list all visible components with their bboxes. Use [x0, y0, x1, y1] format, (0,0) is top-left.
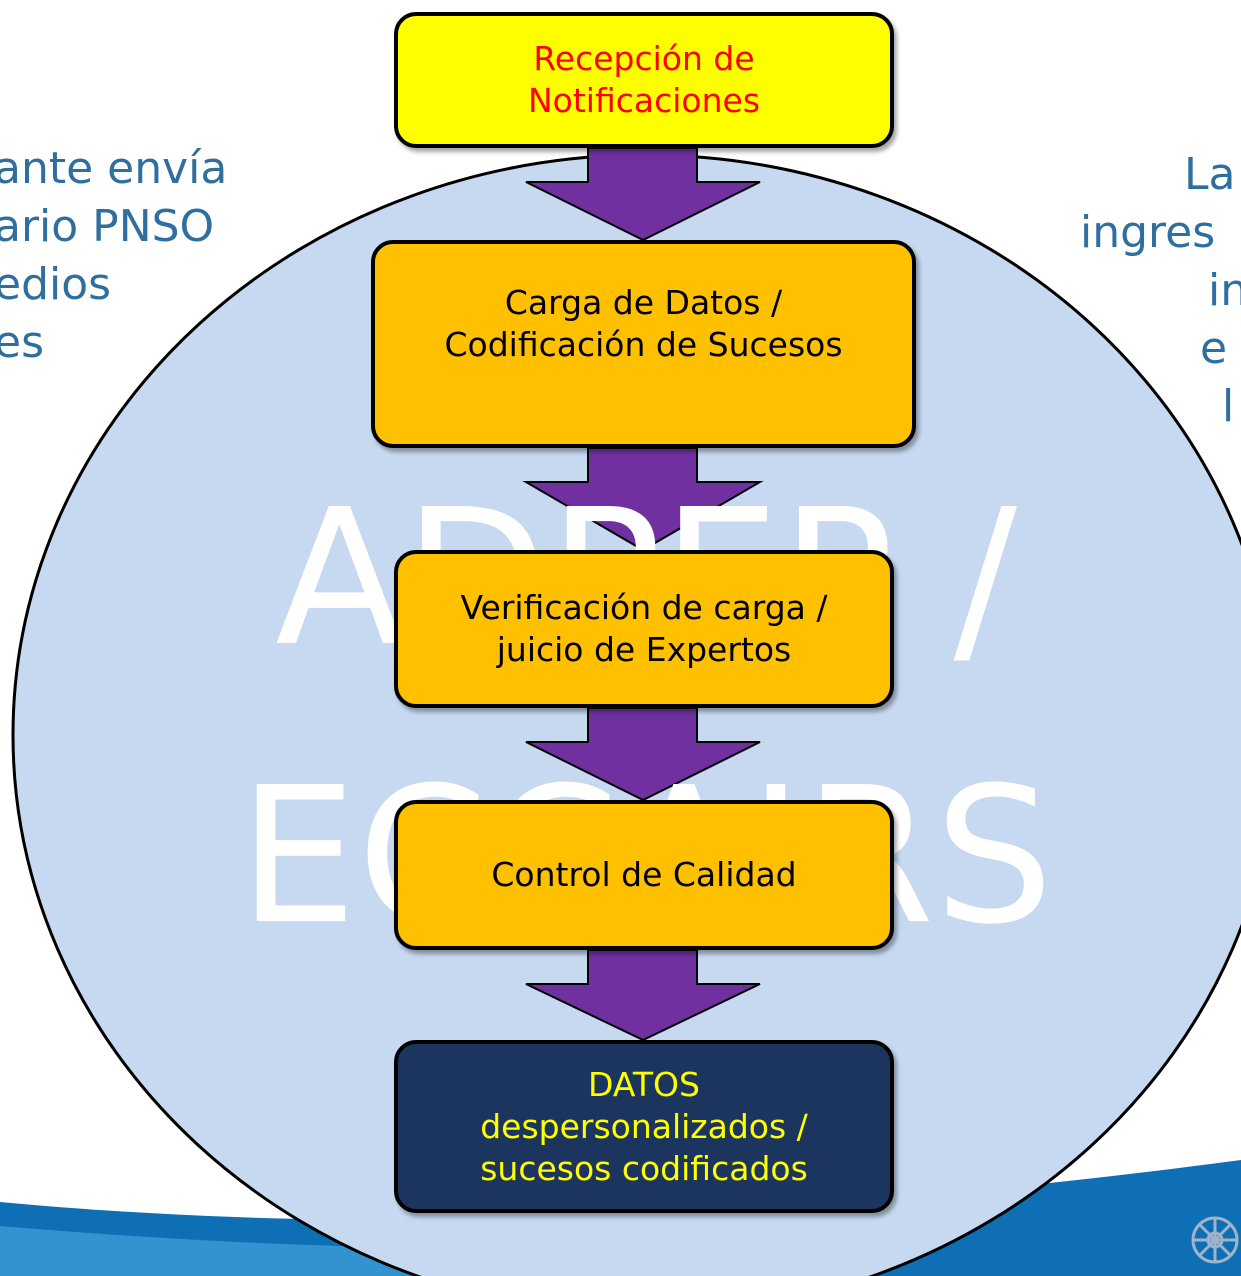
flow-arrow-1 — [525, 147, 761, 242]
step-label: sucesos codificados — [480, 1148, 808, 1188]
right-text-line: l — [1222, 381, 1235, 432]
left-text-line: ario PNSO — [0, 201, 215, 252]
right-text-line: La — [1184, 149, 1236, 200]
left-side-text: ante envía ario PNSO edios es — [0, 140, 227, 372]
flow-arrow-3 — [525, 707, 761, 802]
step-label: Carga de Datos / — [504, 283, 783, 322]
step-label: DATOS — [588, 1064, 700, 1104]
logo-icon — [1191, 1216, 1239, 1264]
right-text-line: in — [1208, 265, 1241, 316]
step-verification-box: Verificación de carga / juicio de Expert… — [394, 550, 894, 708]
flow-arrow-2 — [522, 447, 764, 552]
step-output-data-box: DATOS despersonalizados / sucesos codifi… — [394, 1040, 894, 1213]
flow-arrow-4 — [525, 949, 761, 1042]
step-label: Notificaciones — [527, 81, 761, 120]
right-side-text: La ingres in e l — [1080, 146, 1241, 436]
step-quality-control-box: Control de Calidad — [394, 800, 894, 950]
step-label: despersonalizados / — [480, 1106, 808, 1146]
step-data-entry-box: Carga de Datos / Codificación de Sucesos — [371, 240, 916, 448]
right-text-line: e — [1200, 323, 1228, 374]
step-reception-box: Recepción de Notificaciones — [394, 12, 894, 148]
step-label: Verificación de carga / — [460, 588, 828, 627]
step-label: Codificación de Sucesos — [444, 325, 843, 364]
step-label: Control de Calidad — [491, 855, 797, 894]
step-label: juicio de Expertos — [496, 630, 792, 669]
left-text-line: es — [0, 317, 44, 368]
right-text-line: ingres — [1080, 207, 1216, 258]
step-label: Recepción de — [533, 39, 755, 78]
left-text-line: ante envía — [0, 143, 228, 194]
left-text-line: edios — [0, 259, 112, 310]
